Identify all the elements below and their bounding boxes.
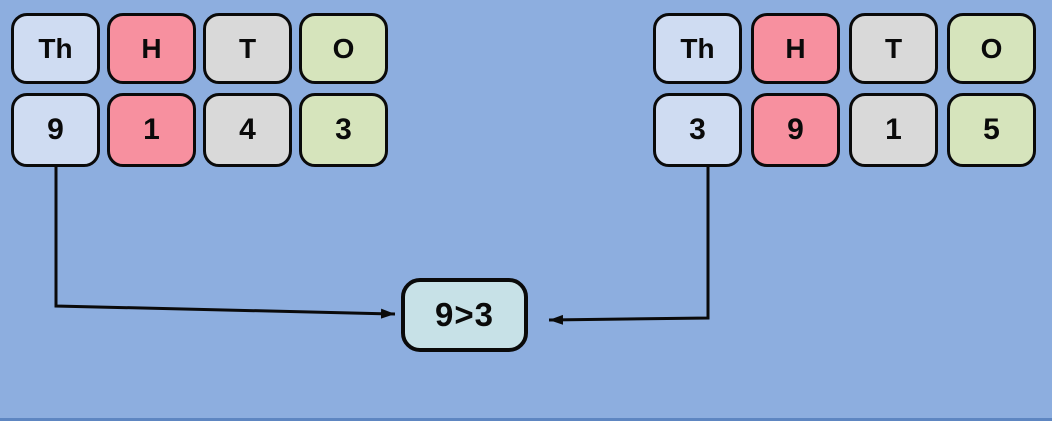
bottom-edge-strip — [0, 418, 1052, 421]
left-header-tens-card: T — [203, 13, 292, 84]
left-digit-thousands-value: 9 — [47, 113, 64, 146]
right-digit-tens-value: 1 — [885, 113, 902, 146]
left-header-hundreds-card: H — [107, 13, 196, 84]
right-digit-thousands-card: 3 — [653, 93, 742, 167]
right-header-ones-label: O — [980, 32, 1003, 64]
right-digit-ones-value: 5 — [983, 113, 1000, 146]
left-header-thousands-card: Th — [11, 13, 100, 84]
right-digit-ones-card: 5 — [947, 93, 1036, 167]
right-header-tens-label: T — [884, 32, 903, 64]
left-digit-thousands-card: 9 — [11, 93, 100, 167]
left-header-ones-card: O — [299, 13, 388, 84]
comparison-label: 9>3 — [435, 296, 494, 333]
left-header-thousands-label: Th — [38, 32, 73, 64]
left-digit-hundreds-value: 1 — [143, 113, 160, 146]
left-header-tens-label: T — [238, 32, 257, 64]
comparison-box: 9>3 — [401, 278, 528, 352]
right-digit-hundreds-card: 9 — [751, 93, 840, 167]
right-digit-hundreds-value: 9 — [787, 113, 804, 146]
left-digit-ones-card: 3 — [299, 93, 388, 167]
left-place-value-table: Th H T O 9 1 4 3 — [11, 13, 388, 167]
right-header-tens-card: T — [849, 13, 938, 84]
left-thousands-compare-arrow — [54, 166, 396, 319]
right-header-hundreds-card: H — [751, 13, 840, 84]
right-header-ones-card: O — [947, 13, 1036, 84]
right-header-thousands-card: Th — [653, 13, 742, 84]
left-header-hundreds-label: H — [141, 32, 162, 64]
right-header-thousands-label: Th — [680, 32, 715, 64]
right-place-value-table: Th H T O 3 9 1 5 — [653, 13, 1036, 167]
right-digit-thousands-value: 3 — [689, 113, 706, 146]
right-thousands-compare-arrow — [548, 166, 710, 325]
left-digit-hundreds-card: 1 — [107, 93, 196, 167]
left-digit-ones-value: 3 — [335, 113, 352, 146]
left-digit-tens-card: 4 — [203, 93, 292, 167]
left-digit-tens-value: 4 — [239, 113, 256, 146]
right-digit-tens-card: 1 — [849, 93, 938, 167]
right-header-hundreds-label: H — [785, 32, 806, 64]
left-header-ones-label: O — [332, 32, 355, 64]
